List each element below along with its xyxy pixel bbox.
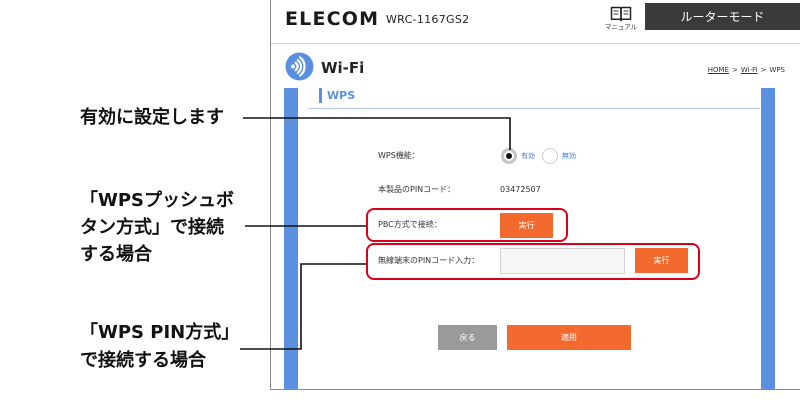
device-pin-value: 03472507 <box>500 185 541 194</box>
pbc-highlight-box <box>366 208 568 242</box>
section-title: WPS <box>327 89 356 102</box>
apply-button[interactable]: 適用 <box>507 325 631 350</box>
breadcrumb-separator: > <box>731 66 738 74</box>
router-mode-button[interactable]: ルーターモード <box>645 3 800 30</box>
client-pin-execute-button[interactable]: 実行 <box>635 248 688 273</box>
book-icon <box>610 6 632 22</box>
annotation-enable-line: 有効に設定します <box>80 107 224 128</box>
manual-link[interactable]: マニュアル <box>604 4 638 34</box>
client-pin-highlight-box <box>366 243 700 280</box>
model-name: WRC-1167GS2 <box>386 13 470 26</box>
annotation-pbc-line: タン方式」で接続 <box>80 217 224 238</box>
pbc-label: PBC方式で接続： <box>378 220 442 229</box>
wps-enable-label[interactable]: 有効 <box>521 152 535 160</box>
wifi-icon <box>285 52 314 81</box>
breadcrumb-current: WPS <box>769 66 785 74</box>
manual-label: マニュアル <box>604 23 638 31</box>
wps-disable-radio[interactable] <box>542 148 558 164</box>
pbc-execute-button[interactable]: 実行 <box>500 213 553 238</box>
annotation-pbc-line: する場合 <box>80 244 152 265</box>
annotation-pin-line: で接続する場合 <box>80 350 206 371</box>
annotation-enable: 有効に設定します <box>80 104 224 131</box>
breadcrumb: HOME>Wi-Fi>WPS <box>708 66 785 75</box>
wps-enable-radio[interactable] <box>501 148 517 164</box>
left-side-bar <box>284 88 298 389</box>
annotation-pin: 「WPS PIN方式」 で接続する場合 <box>80 319 239 375</box>
breadcrumb-separator: > <box>760 66 767 74</box>
device-pin-label: 本製品のPINコード： <box>378 185 456 194</box>
client-pin-input[interactable] <box>500 248 625 274</box>
header-divider <box>271 43 800 44</box>
breadcrumb-wifi-link[interactable]: Wi-Fi <box>740 66 758 74</box>
page-title: Wi-Fi <box>321 59 365 77</box>
section-rule <box>308 108 760 109</box>
right-side-bar <box>761 88 775 389</box>
breadcrumb-home-link[interactable]: HOME <box>707 66 729 74</box>
client-pin-label: 無線端末のPINコード入力： <box>378 256 480 265</box>
annotation-pbc-line: 「WPSプッシュボ <box>80 190 235 211</box>
annotation-pin-line: 「WPS PIN方式」 <box>80 322 240 343</box>
section-marker <box>319 88 322 103</box>
wps-disable-label[interactable]: 無効 <box>562 152 576 160</box>
elecom-logo: ELECOM <box>285 8 380 30</box>
back-button[interactable]: 戻る <box>438 325 497 350</box>
annotation-pbc: 「WPSプッシュボ タン方式」で接続 する場合 <box>80 187 234 268</box>
wps-function-label: WPS機能： <box>378 151 420 160</box>
